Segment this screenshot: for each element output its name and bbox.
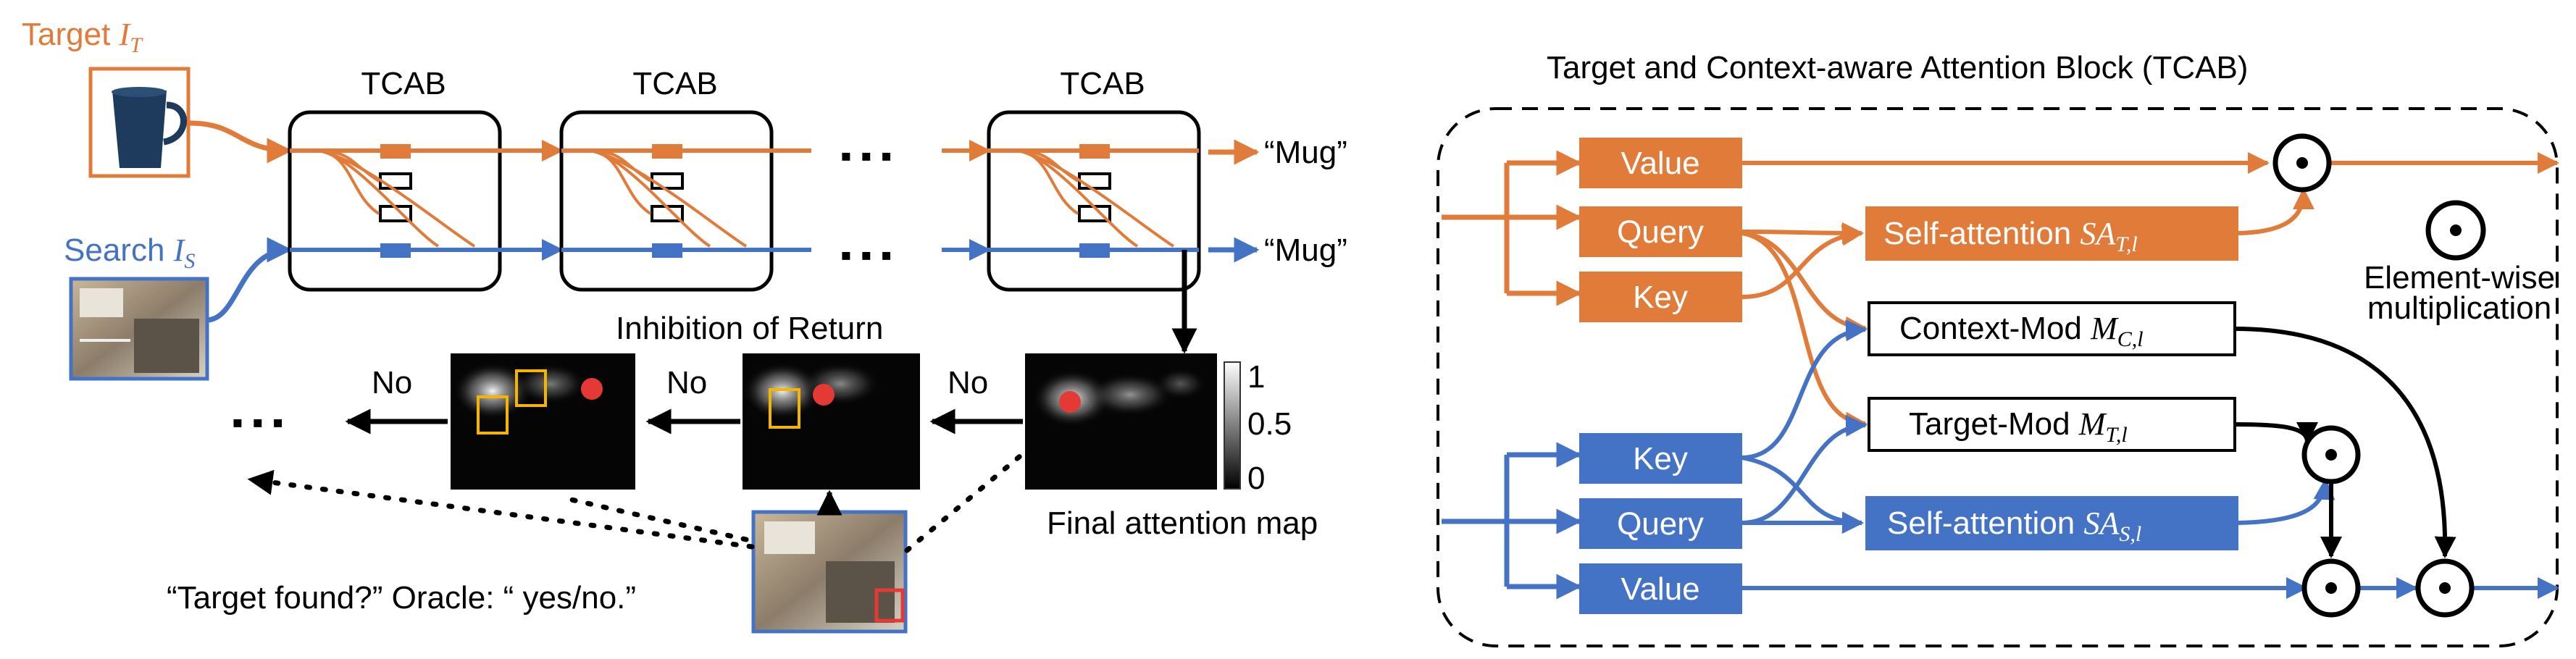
tcab-block-2 <box>559 110 774 292</box>
ellipsis-left: ▪ ▪ ▪ <box>232 405 283 440</box>
tcab-blocks <box>288 110 1201 292</box>
orange-input-fan <box>1442 150 1582 306</box>
key-box-top <box>1579 272 1742 322</box>
key-box-bottom <box>1579 433 1742 484</box>
blue-input-fan <box>1442 442 1582 600</box>
black-connections <box>2234 327 2456 558</box>
oracle-dotted-arrow-left <box>247 469 755 550</box>
self-attention-search-box <box>1865 496 2238 550</box>
attention-map-2 <box>743 353 920 490</box>
query-box-bottom <box>1579 498 1742 549</box>
key-bottom-label: Key <box>1633 441 1688 477</box>
tcab-block-1 <box>288 110 502 292</box>
tcab-title: Target and Context-aware Attention Block… <box>1547 50 2248 85</box>
oracle-dotted-line-mid <box>562 495 749 542</box>
tcab-label-1: TCAB <box>361 66 446 101</box>
query-box-top <box>1579 206 1742 257</box>
orange-connections <box>1741 152 2559 434</box>
colorbar-tick-05: 0.5 <box>1247 406 1292 442</box>
oracle-image <box>751 510 908 634</box>
tcab-label-2: TCAB <box>632 66 717 101</box>
inhibition-label: Inhibition of Return <box>616 311 883 346</box>
query-bottom-label: Query <box>1617 506 1704 542</box>
search-input-arrow <box>206 237 293 323</box>
attention-map-1 <box>451 353 635 490</box>
target-mug-image <box>88 67 191 178</box>
value-top-label: Value <box>1621 146 1699 181</box>
target-label: Target IT <box>22 17 143 57</box>
search-kitchen-image <box>69 277 209 381</box>
odot-nodes <box>2272 133 2475 618</box>
colorbar-tick-1: 1 <box>1247 359 1265 395</box>
value-box-bottom <box>1579 563 1742 614</box>
ellipsis-top: ▪ ▪ ▪ <box>840 138 892 174</box>
final-attention-map <box>1025 353 1217 490</box>
odot-value-target-icon <box>2272 133 2332 193</box>
query-top-label: Query <box>1617 214 1704 250</box>
tcab-label-3: TCAB <box>1060 66 1145 101</box>
no-label-2: No <box>666 365 707 400</box>
self-attention-search-label: Self-attention SAS,l <box>1887 505 2141 546</box>
value-bottom-label: Value <box>1621 571 1699 607</box>
output-mug-top: “Mug” <box>1264 135 1347 170</box>
no-label-1: No <box>948 365 988 400</box>
odot-value-search-icon <box>2301 558 2361 618</box>
tcab-dashed-container <box>1437 107 2559 647</box>
self-attention-target-box <box>1865 206 2238 261</box>
blue-connections <box>1741 319 2559 599</box>
legend-line-1: Element-wise <box>2364 260 2555 295</box>
odot-context-mod-icon <box>2415 558 2475 618</box>
legend-line-2: multiplication <box>2367 290 2551 326</box>
self-attention-target-label: Self-attention SAT,l <box>1883 216 2138 256</box>
target-input-arrow <box>189 120 293 164</box>
odot-legend-icon <box>2425 200 2486 261</box>
no-label-3: No <box>372 365 412 400</box>
odot-target-mod-icon <box>2301 425 2361 484</box>
colorbar-tick-0: 0 <box>1247 461 1265 496</box>
target-mod-box <box>1868 397 2236 452</box>
key-top-label: Key <box>1633 280 1688 315</box>
final-map-label: Final attention map <box>1047 505 1318 541</box>
oracle-text: “Target found?” Oracle: “ yes/no.” <box>167 580 636 616</box>
colorbar <box>1224 361 1241 490</box>
target-mod-label: Target-Mod MT,l <box>1909 406 2128 447</box>
ellipsis-bottom: ▪ ▪ ▪ <box>840 238 892 273</box>
output-mug-bottom: “Mug” <box>1264 232 1347 268</box>
tcab-block-3 <box>987 110 1201 292</box>
context-mod-box <box>1868 301 2236 356</box>
context-mod-label: Context-Mod MC,l <box>1899 311 2144 351</box>
value-box-top <box>1579 138 1742 188</box>
search-label: Search IS <box>64 232 195 273</box>
oracle-dotted-line-right <box>904 446 1032 553</box>
